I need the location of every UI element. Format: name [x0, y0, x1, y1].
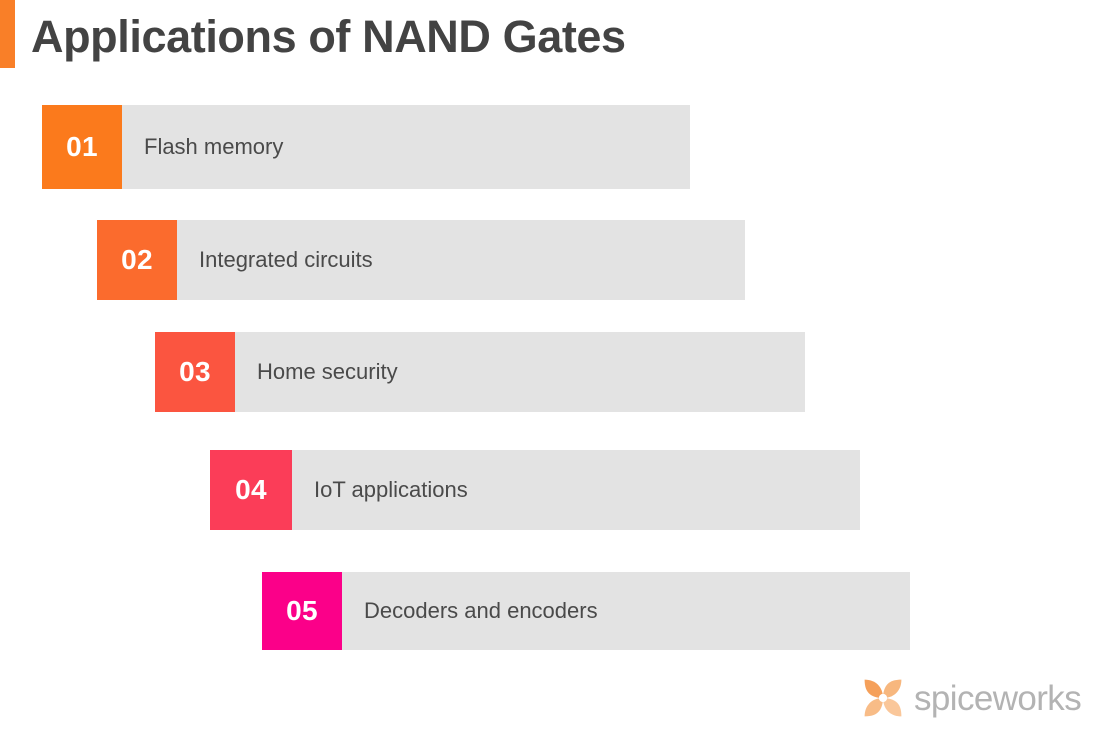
- list-item-number-badge: 02: [97, 220, 177, 300]
- list-item-label: Flash memory: [122, 105, 690, 189]
- list-item-number: 02: [121, 244, 153, 275]
- list-item-label: IoT applications: [292, 450, 860, 530]
- list-item[interactable]: 05 Decoders and encoders: [262, 572, 910, 650]
- list-item-number-badge: 01: [42, 105, 122, 189]
- list-item-number: 01: [66, 131, 98, 162]
- list-item-number-badge: 04: [210, 450, 292, 530]
- title-block: Applications of NAND Gates: [0, 0, 626, 68]
- spiceworks-pinwheel-icon: [860, 674, 906, 722]
- list-item-number: 05: [286, 595, 318, 626]
- list-item[interactable]: 01 Flash memory: [42, 105, 690, 189]
- list-item[interactable]: 03 Home security: [155, 332, 805, 412]
- list-item-number-badge: 05: [262, 572, 342, 650]
- list-item-label: Integrated circuits: [177, 220, 745, 300]
- list-item-number: 03: [179, 356, 211, 387]
- list-item-label: Home security: [235, 332, 805, 412]
- list-item[interactable]: 02 Integrated circuits: [97, 220, 745, 300]
- list-item-number-badge: 03: [155, 332, 235, 412]
- spiceworks-logo: spiceworks: [860, 674, 1082, 722]
- list-item-label: Decoders and encoders: [342, 572, 910, 650]
- list-item[interactable]: 04 IoT applications: [210, 450, 860, 530]
- list-item-number: 04: [235, 474, 267, 505]
- title-accent-bar: [0, 0, 15, 68]
- spiceworks-wordmark: spiceworks: [914, 678, 1082, 718]
- page-title: Applications of NAND Gates: [31, 11, 626, 62]
